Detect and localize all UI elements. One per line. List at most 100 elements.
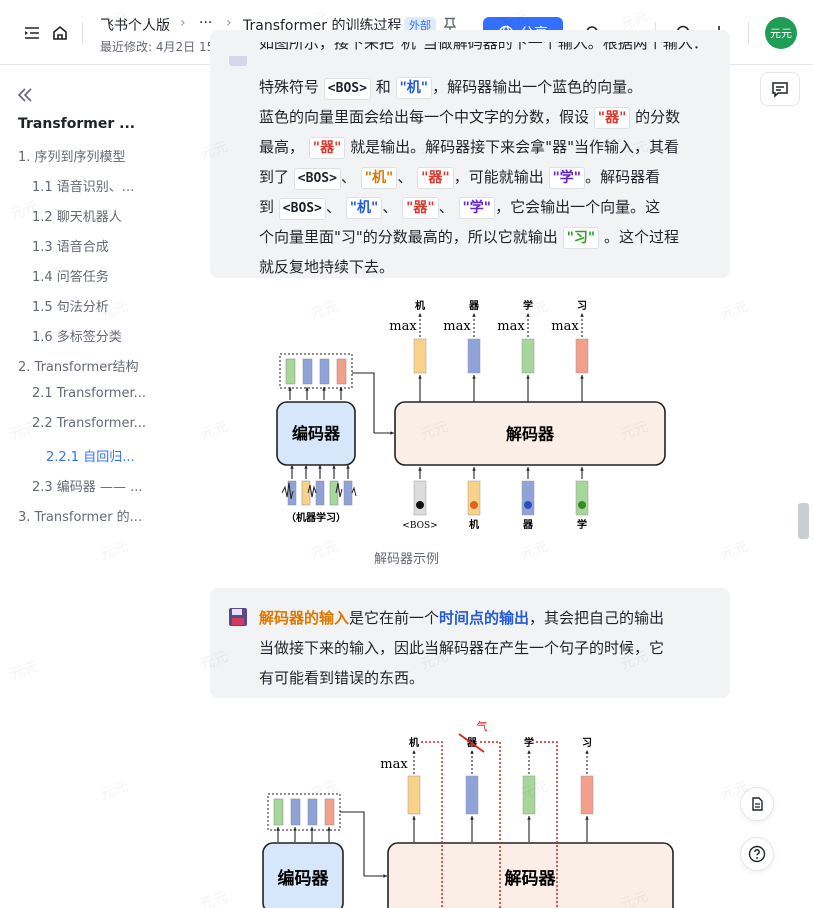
document-icon	[752, 797, 763, 811]
max-label: max	[389, 319, 417, 334]
divider	[82, 22, 83, 44]
outline-item[interactable]: 1. 序列到序列模型	[18, 150, 126, 165]
doc-outline-button[interactable]	[740, 787, 774, 821]
connector-line	[352, 372, 375, 433]
last-modified: 最近修改: 4月2日 15:38	[100, 40, 234, 54]
decoder-output-vector	[522, 775, 536, 815]
help-button[interactable]	[740, 837, 774, 871]
error-propagation-figure: 解码器编码器机器学习max气	[262, 719, 674, 908]
outline-item[interactable]: 2. Transformer结构	[18, 360, 139, 375]
encoder-output-vector	[290, 798, 301, 826]
callout-block	[210, 588, 730, 698]
decoder-box	[387, 842, 674, 908]
arrow-head	[318, 465, 322, 469]
tag-qi: "器"	[308, 137, 346, 159]
collapse-sidebar-icon[interactable]	[16, 86, 34, 104]
text: 有可能看到错误的东西。	[259, 669, 425, 687]
tag-ji: "机"	[345, 197, 383, 219]
home-icon[interactable]	[50, 23, 70, 43]
code-bos: <BOS>	[278, 198, 326, 220]
input-caption: （机器学习）	[286, 511, 346, 524]
outline-item[interactable]: 1.2 聊天机器人	[32, 210, 122, 225]
arrow-head	[418, 375, 422, 379]
outline-item[interactable]: 2.2.1 自回归...	[46, 450, 135, 465]
max-label: max	[551, 319, 579, 334]
decoder-output-vector	[413, 338, 427, 374]
outline-item[interactable]: 3. Transformer 的...	[18, 510, 143, 525]
watermark-text: 元元	[198, 418, 231, 444]
arrow-head	[470, 750, 474, 754]
outline-item[interactable]: 1.5 句法分析	[32, 300, 109, 315]
arrow-head	[288, 387, 292, 391]
breadcrumb-root[interactable]: 飞书个人版	[100, 18, 170, 34]
watermark-text: 元元	[198, 888, 231, 908]
arrow-head	[585, 750, 589, 754]
input-token: 器	[522, 519, 534, 531]
outline-item[interactable]: 1.6 多标签分类	[32, 330, 122, 345]
encoder-output-vector	[336, 358, 347, 385]
encoder-output-vector	[307, 798, 318, 826]
encoder-box	[262, 842, 344, 908]
decoder-input-vector	[521, 480, 535, 516]
outline-item[interactable]: 1.4 问答任务	[32, 270, 109, 285]
tag-xue: "学"	[458, 197, 496, 219]
encoder-label: 编码器	[292, 424, 341, 443]
tag-xi: "习"	[562, 227, 600, 249]
text: 、	[382, 198, 398, 216]
outline-item[interactable]: 1.1 语音识别、...	[32, 180, 135, 195]
outline-item[interactable]: 2.2 Transformer...	[32, 416, 147, 431]
avatar[interactable]: 元元	[765, 17, 797, 49]
arrow-head	[470, 816, 474, 820]
arrow-head	[527, 750, 531, 754]
encoder-input-vector	[329, 480, 339, 506]
arrow-head	[472, 467, 476, 471]
text: 。解码器看	[585, 168, 661, 186]
decoder-box	[394, 401, 666, 466]
outline-item[interactable]: 2.1 Transformer...	[32, 386, 147, 401]
arrow-head	[527, 816, 531, 820]
outline-toggle-icon[interactable]	[22, 23, 42, 43]
text: 最高，	[259, 138, 305, 156]
one-hot-dot	[578, 501, 586, 509]
arrow-head	[390, 431, 394, 435]
scrollbar-thumb[interactable]	[798, 503, 809, 539]
output-token: 习	[582, 737, 592, 749]
breadcrumb-more[interactable]: ···	[199, 15, 213, 31]
highlight-prev-output: 时间点的输出	[439, 609, 530, 627]
arrow-head	[580, 467, 584, 471]
figure-caption: 解码器示例	[373, 552, 439, 567]
output-token: 学	[523, 299, 533, 312]
arrow-head	[383, 874, 387, 878]
text: 是它在前一个	[349, 609, 440, 627]
callout-cutoff-line: 如图所示，接下来把"机"当做解码器的下一个输入。根据两个输入：	[259, 42, 719, 68]
decoder-output-vector	[521, 338, 535, 374]
callout-block	[210, 30, 730, 278]
comment-icon	[772, 82, 788, 98]
arrow-head	[327, 827, 331, 831]
floppy-disk-icon	[228, 607, 248, 631]
arrow-head	[526, 375, 530, 379]
code-bos: <BOS>	[293, 168, 341, 190]
comment-button[interactable]	[760, 72, 800, 106]
output-token: 学	[524, 736, 534, 749]
encoder-output-group	[279, 353, 353, 389]
text: 。这个过程	[603, 228, 679, 246]
decoder-output-vector	[575, 338, 589, 374]
outline-title[interactable]: Transformer ...	[18, 116, 136, 132]
arrow-head	[472, 375, 476, 379]
text: 、	[340, 168, 356, 186]
floppy-disk-icon	[229, 56, 247, 66]
decoder-output-vector	[467, 338, 481, 374]
input-token: 机	[469, 518, 479, 531]
encoder-output-vector	[285, 358, 296, 385]
text: 到了	[259, 168, 290, 186]
arrow-head	[290, 465, 294, 469]
feedback-path	[421, 741, 443, 908]
arrow-head	[293, 827, 297, 831]
watermark-text: 元元	[718, 298, 751, 324]
text: ，它会输出一个向量。这	[495, 198, 661, 216]
outline-item[interactable]: 1.3 语音合成	[32, 240, 109, 255]
encoder-input-vector	[315, 480, 325, 506]
arrow-head	[526, 467, 530, 471]
outline-item[interactable]: 2.3 编码器 —— ...	[32, 480, 143, 495]
